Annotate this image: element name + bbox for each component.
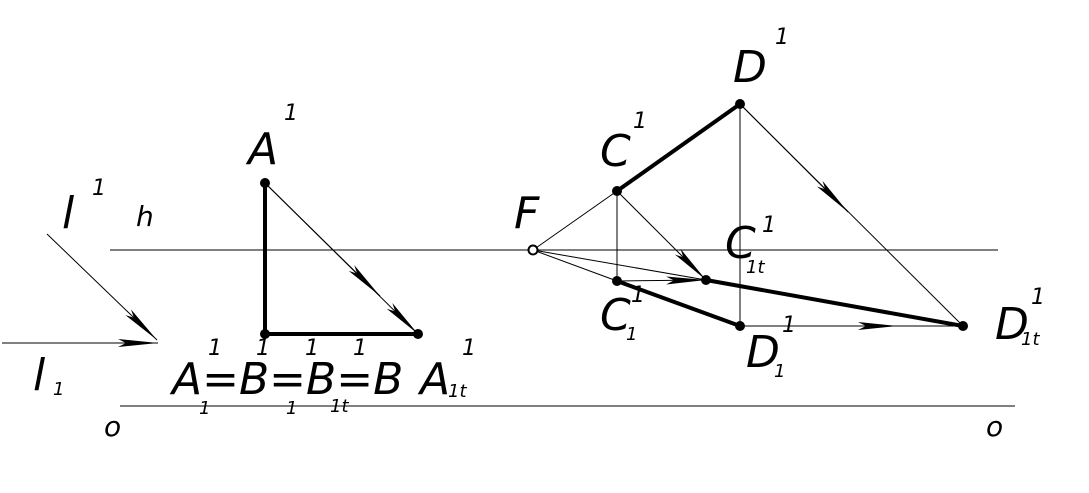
label-C-text: C — [600, 126, 631, 177]
label-D1: D 1 1 — [746, 313, 796, 382]
label-ABBB-sub-3: 1 — [286, 398, 297, 419]
label-ABBB-text: A=B=B=B — [169, 354, 403, 405]
label-D1t: D 1 1t — [995, 285, 1045, 350]
label-l-top-sup: 1 — [92, 176, 106, 201]
label-A1t-sup: 1 — [462, 336, 476, 361]
segment-C1-D1 — [615, 279, 742, 328]
label-D1t-sup: 1 — [1031, 285, 1045, 310]
label-A1t-text: A — [417, 354, 450, 405]
label-D-text: D — [733, 42, 767, 93]
l-direction-arrow — [46, 233, 158, 341]
label-A-sup: 1 — [284, 101, 298, 126]
point-A1-B — [260, 329, 270, 339]
segment-C-D — [615, 102, 742, 193]
point-C1 — [612, 276, 622, 286]
label-A-text: A — [245, 124, 278, 175]
label-l-bottom-sub: 1 — [53, 379, 64, 400]
label-F: F — [514, 188, 540, 239]
label-h: h — [136, 200, 154, 233]
label-A1t: A 1 1t — [417, 336, 476, 405]
segment-C1t-D1t — [704, 278, 965, 328]
ray-C1-C1t — [616, 276, 707, 285]
point-C — [612, 186, 622, 196]
point-A1t — [413, 329, 423, 339]
label-D1t-text: D — [995, 299, 1029, 350]
point-C1t — [701, 275, 711, 285]
point-F — [527, 244, 539, 256]
label-C1-text: C — [600, 290, 631, 341]
label-D1-sub: 1 — [774, 361, 785, 382]
label-D1-text: D — [746, 327, 780, 378]
label-ABBB-sub-4: 1t — [330, 396, 349, 417]
label-C1t-sup: 1 — [762, 213, 776, 238]
label-ABBB-sup-2: 1 — [256, 336, 270, 361]
label-D1t-sub: 1t — [1021, 329, 1040, 350]
label-D1-sup: 1 — [782, 313, 796, 338]
ray-D-arrowhead — [739, 103, 849, 213]
point-A — [260, 178, 270, 188]
label-ABBB-sup-3: 1 — [305, 336, 319, 361]
label-o-left: o — [104, 410, 121, 443]
label-C1: C 1 1 — [600, 283, 645, 345]
point-D1 — [735, 321, 745, 331]
point-D1t — [958, 321, 968, 331]
label-ABBB-sup-4: 1 — [353, 336, 367, 361]
label-ABBB: A=B=B=B 1 1 1 1 1 1 1t — [169, 336, 403, 419]
label-l-top-text: l — [62, 188, 75, 239]
label-ABBB-sup-1: 1 — [208, 336, 222, 361]
label-C-sup: 1 — [633, 109, 647, 134]
projection-ray-A-arrowhead — [264, 182, 381, 297]
label-o-right: o — [986, 410, 1003, 443]
label-l-top: l 1 — [62, 176, 106, 239]
label-C1t-sub: 1t — [746, 257, 765, 278]
label-l-bottom: l 1 — [33, 350, 64, 401]
label-A: A 1 — [245, 101, 298, 175]
ray-F-C1 — [532, 249, 618, 282]
label-A1t-sub: 1t — [448, 381, 467, 402]
label-l-bottom-text: l — [33, 350, 46, 401]
label-C1-sup: 1 — [631, 283, 645, 308]
label-C1t-text: C — [725, 218, 756, 269]
point-D — [735, 99, 745, 109]
label-C1t: C 1 1t — [725, 213, 776, 278]
label-D-sup: 1 — [775, 25, 789, 50]
label-C1-sub: 1 — [626, 324, 637, 345]
label-C: C 1 — [600, 109, 647, 177]
ray-C-C1t — [616, 190, 707, 281]
label-ABBB-sub-1: 1 — [199, 398, 210, 419]
ray-F-C — [532, 190, 618, 251]
label-D: D 1 — [733, 25, 789, 93]
